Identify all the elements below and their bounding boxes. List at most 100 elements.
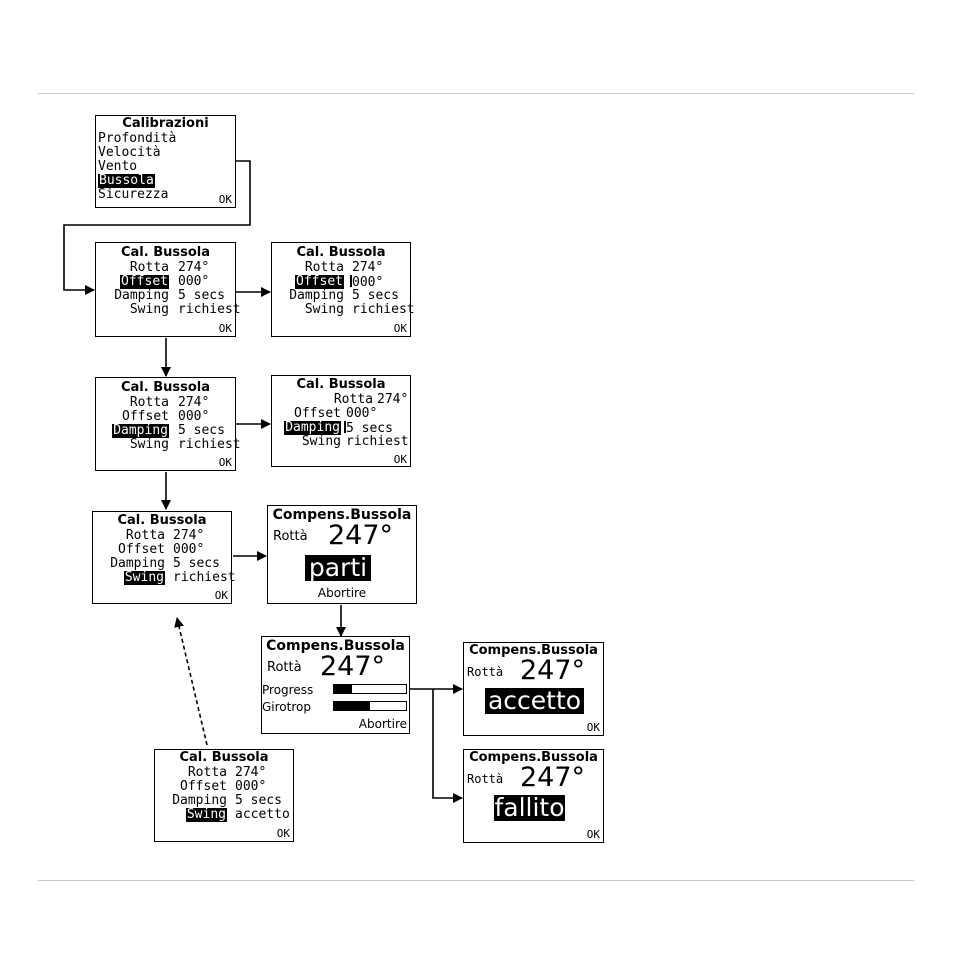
- screen-title: Compens.Bussola: [266, 638, 405, 654]
- compass-cal-offset-screen: Cal. Bussola Rotta 274° Offset 000° Damp…: [95, 242, 241, 337]
- offset-label[interactable]: Offset: [122, 409, 169, 424]
- edit-cursor: [344, 421, 346, 433]
- menu-item-depth[interactable]: Profondità: [98, 131, 177, 146]
- screen-title: Cal. Bussola: [120, 245, 211, 260]
- swing-label[interactable]: Swing: [304, 302, 344, 317]
- swing-value: richiest: [346, 434, 409, 449]
- heading-label: Rottà: [467, 772, 504, 786]
- failed-banner: fallito: [494, 793, 565, 822]
- heading-value: 247°: [328, 520, 394, 551]
- heading-value: 247°: [520, 655, 586, 686]
- offset-label[interactable]: Offset: [294, 406, 341, 421]
- ok-softkey[interactable]: OK: [218, 322, 232, 335]
- screen-title: Cal. Bussola: [120, 380, 211, 395]
- screen-title: Cal. Bussola: [296, 377, 386, 392]
- screen-title: Cal. Bussola: [179, 750, 269, 765]
- heading-label: Rottà: [467, 665, 504, 679]
- swing-value: richiest: [173, 570, 236, 585]
- ok-softkey[interactable]: OK: [586, 721, 600, 734]
- ok-softkey[interactable]: OK: [393, 322, 407, 335]
- offset-value: 000°: [173, 542, 205, 557]
- menu-item-compass[interactable]: Bussola: [98, 173, 155, 188]
- offset-value: 000°: [346, 406, 378, 421]
- offset-value: 000°: [235, 779, 267, 794]
- screen-title: Compens.Bussola: [469, 750, 598, 765]
- damping-value: 5 secs: [178, 423, 225, 438]
- screen-title: Compens.Bussola: [469, 643, 598, 658]
- swing-label[interactable]: Swing: [185, 807, 227, 822]
- compass-cal-swing-accepted-screen: Cal. Bussola Rotta 274° Offset 000° Damp…: [154, 749, 294, 842]
- arrow-to-failed: [432, 689, 463, 803]
- menu-item-wind[interactable]: Vento: [98, 159, 138, 174]
- screen-title: Cal. Bussola: [296, 245, 386, 260]
- damping-value-editing[interactable]: 5 secs: [344, 421, 393, 436]
- ok-softkey[interactable]: OK: [276, 827, 290, 840]
- damping-label[interactable]: Damping: [110, 556, 165, 571]
- ok-softkey[interactable]: OK: [218, 456, 232, 469]
- swing-label[interactable]: Swing: [301, 434, 341, 449]
- heading-value: 247°: [520, 762, 586, 793]
- compass-swing-start-screen: Compens.Bussola Rottà 247° parti Abortir…: [267, 505, 417, 604]
- top-rule: [38, 93, 914, 94]
- offset-label[interactable]: Offset: [180, 779, 227, 794]
- progress-bar-fill: [334, 685, 352, 693]
- turn-label: Girotrop: [262, 700, 311, 714]
- swing-value: richiest: [352, 302, 415, 317]
- screen-title: Cal. Bussola: [117, 513, 207, 528]
- heading-value: 274°: [178, 395, 210, 410]
- accepted-banner: accetto: [485, 688, 584, 714]
- ok-softkey[interactable]: OK: [586, 828, 600, 841]
- menu-item-speed[interactable]: Velocità: [98, 145, 161, 160]
- menu-item-safety[interactable]: Sicurezza: [98, 187, 169, 202]
- damping-label[interactable]: Damping: [172, 793, 227, 808]
- damping-label[interactable]: Damping: [114, 288, 169, 303]
- heading-label: Rottà: [273, 529, 308, 544]
- damping-value: 5 secs: [173, 556, 220, 571]
- swing-label[interactable]: Swing: [129, 437, 169, 452]
- damping-label[interactable]: Damping: [289, 288, 344, 303]
- ok-softkey[interactable]: OK: [393, 453, 407, 466]
- heading-label: Rotta: [333, 392, 373, 407]
- offset-label[interactable]: Offset: [118, 542, 165, 557]
- heading-label: Rotta: [187, 765, 227, 780]
- damping-label[interactable]: Damping: [112, 423, 169, 438]
- offset-label[interactable]: Offset: [295, 274, 344, 289]
- heading-label: Rotta: [125, 528, 165, 543]
- offset-value: 000°: [352, 275, 384, 290]
- heading-value: 274°: [352, 260, 384, 275]
- heading-value: 247°: [320, 651, 386, 682]
- ok-softkey[interactable]: OK: [214, 589, 228, 602]
- heading-value: 274°: [178, 260, 210, 275]
- swing-label[interactable]: Swing: [129, 302, 169, 317]
- damping-label[interactable]: Damping: [284, 420, 341, 435]
- swing-value: richiest: [178, 302, 241, 317]
- damping-value: 5 secs: [178, 288, 225, 303]
- swing-value: accetto: [235, 807, 290, 822]
- heading-value: 274°: [377, 392, 409, 407]
- heading-label: Rottà: [267, 660, 302, 675]
- arrow-dashed-back: [174, 617, 208, 746]
- heading-label: Rotta: [129, 395, 169, 410]
- compass-swing-failed-screen: Compens.Bussola Rottà 247° fallito OK: [463, 749, 604, 843]
- compass-cal-offset-edit-screen: Cal. Bussola Rotta 274° Offset 000° Damp…: [271, 242, 415, 337]
- ok-softkey[interactable]: OK: [218, 193, 232, 206]
- heading-label: Rotta: [304, 260, 344, 275]
- turn-bar: [333, 701, 407, 711]
- heading-label: Rotta: [129, 260, 169, 275]
- damping-value: 5 secs: [352, 288, 399, 303]
- swing-label[interactable]: Swing: [123, 570, 165, 585]
- offset-value: 000°: [178, 274, 210, 289]
- offset-value-editing[interactable]: 000°: [350, 275, 384, 290]
- menu-title: Calibrazioni: [122, 116, 209, 131]
- start-button[interactable]: parti: [305, 555, 371, 581]
- damping-value: 5 secs: [235, 793, 282, 808]
- bottom-rule: [38, 880, 914, 881]
- heading-value: 274°: [173, 528, 205, 543]
- abort-softkey[interactable]: Abortire: [358, 717, 407, 731]
- abort-softkey[interactable]: Abortire: [317, 586, 367, 600]
- turn-bar-fill: [334, 702, 370, 710]
- offset-label[interactable]: Offset: [120, 274, 169, 289]
- edit-cursor: [350, 275, 352, 287]
- calibration-menu-screen: Calibrazioni Profondità Velocità Vento B…: [95, 115, 236, 208]
